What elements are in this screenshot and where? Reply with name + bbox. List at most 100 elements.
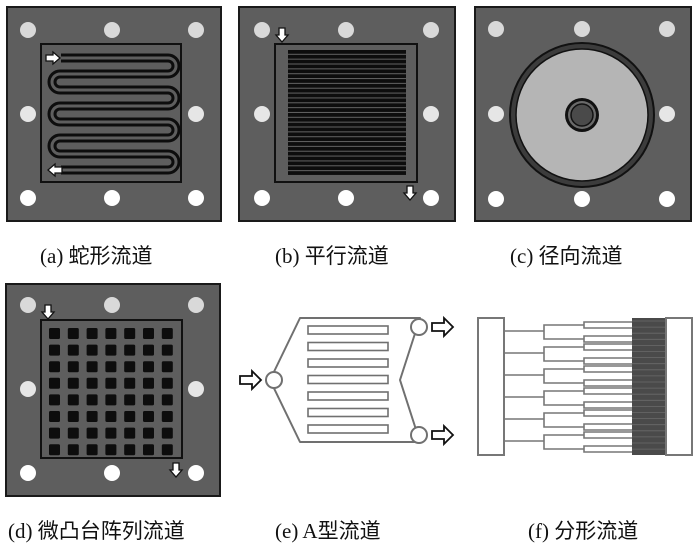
bolt-hole xyxy=(188,22,204,38)
a-type-bars xyxy=(307,325,389,434)
bolt-hole xyxy=(423,22,439,38)
fractal-branches xyxy=(504,321,632,453)
micro-boss xyxy=(161,344,173,356)
bolt-holes xyxy=(20,297,204,481)
boss-array-flow-field-diagram xyxy=(5,283,221,497)
parallel-channel xyxy=(288,171,406,175)
micro-boss xyxy=(49,344,60,356)
micro-boss xyxy=(105,361,117,373)
fractal-branch xyxy=(543,412,584,428)
micro-boss xyxy=(143,411,154,422)
parallel-channel xyxy=(288,103,406,108)
parallel-channel xyxy=(288,88,406,93)
dense-channel-region xyxy=(632,318,666,455)
bolt-hole xyxy=(20,465,36,481)
micro-boss xyxy=(105,394,117,406)
micro-boss xyxy=(161,328,173,339)
bolt-hole xyxy=(104,297,120,313)
micro-boss xyxy=(67,328,79,339)
micro-boss xyxy=(67,361,79,373)
micro-boss xyxy=(105,411,117,422)
bolt-holes xyxy=(20,22,204,206)
parallel-channel xyxy=(288,132,406,137)
serpentine-flow-field-diagram xyxy=(6,6,222,222)
outlet-arrow-icon xyxy=(431,315,455,339)
bolt-hole xyxy=(254,190,270,206)
a-type-channel-bar xyxy=(307,325,389,335)
bolt-hole xyxy=(20,297,36,313)
bolt-holes xyxy=(488,21,675,207)
bolt-hole xyxy=(20,22,36,38)
micro-boss xyxy=(143,361,154,373)
caption-c: (c) 径向流道 xyxy=(510,244,623,268)
inlet-arrow-icon xyxy=(239,368,263,392)
micro-boss xyxy=(49,444,60,456)
parallel-channel xyxy=(288,69,406,74)
micro-boss xyxy=(105,344,117,356)
micro-boss xyxy=(86,427,98,439)
bolt-hole xyxy=(488,106,504,122)
parallel-channel xyxy=(288,113,406,117)
parallel-channel xyxy=(288,108,406,112)
center-port xyxy=(570,103,594,127)
micro-boss xyxy=(124,361,136,373)
bolt-hole xyxy=(423,190,439,206)
fractal-branch xyxy=(543,324,584,340)
active-area xyxy=(40,319,183,459)
inlet-port xyxy=(265,371,283,389)
parallel-channel xyxy=(288,151,406,156)
micro-boss xyxy=(86,394,98,406)
bolt-hole xyxy=(488,191,504,207)
parallel-channel xyxy=(288,59,406,64)
micro-boss xyxy=(86,411,98,422)
micro-boss xyxy=(143,394,154,406)
micro-boss xyxy=(143,427,154,439)
bolt-hole xyxy=(254,106,270,122)
parallel-channel xyxy=(288,54,406,59)
bolt-hole xyxy=(104,190,120,206)
micro-boss xyxy=(67,377,79,389)
micro-boss xyxy=(67,411,79,422)
panel-a-serpentine xyxy=(6,6,222,222)
micro-boss xyxy=(124,411,136,422)
a-type-channel-bar xyxy=(307,407,389,418)
inlet-arrow-icon xyxy=(274,27,290,43)
panel-c-radial xyxy=(474,6,692,222)
micro-boss xyxy=(49,361,60,373)
fractal-leaf xyxy=(583,379,632,387)
dense-channel-lines xyxy=(632,320,666,450)
fractal-branch xyxy=(543,368,584,384)
inlet-manifold xyxy=(477,317,505,456)
parallel-channel xyxy=(288,166,406,171)
boss-grid xyxy=(49,328,173,456)
inlet-arrow-icon xyxy=(45,50,61,66)
parallel-channel xyxy=(288,137,406,142)
fractal-leaf xyxy=(583,387,632,395)
caption-f: (f) 分形流道 xyxy=(528,519,639,543)
fractal-leaf xyxy=(583,401,632,409)
micro-boss xyxy=(105,444,117,456)
parallel-flow-field-diagram xyxy=(238,6,456,222)
micro-boss xyxy=(49,328,60,339)
panel-e-a-type xyxy=(230,290,470,470)
micro-boss xyxy=(143,444,154,456)
parallel-channels xyxy=(288,50,406,175)
outlet-arrow-icon xyxy=(168,462,184,478)
bolt-hole xyxy=(104,465,120,481)
bolt-hole xyxy=(659,106,675,122)
panel-b-parallel xyxy=(238,6,456,222)
parallel-channel xyxy=(288,122,406,127)
caption-d: (d) 微凸台阵列流道 xyxy=(8,519,185,543)
micro-boss xyxy=(49,377,60,389)
fractal-leaf xyxy=(583,431,632,439)
outlet-port-bottom xyxy=(410,426,428,444)
radial-flow-field-diagram xyxy=(474,6,692,222)
fractal-branch xyxy=(543,346,584,362)
fractal-leaf xyxy=(583,423,632,431)
micro-boss xyxy=(105,328,117,339)
bolt-holes xyxy=(254,22,439,206)
fractal-flow-field-diagram xyxy=(477,317,693,456)
a-type-channel-bar xyxy=(307,358,389,368)
a-type-channel-bar xyxy=(307,374,389,385)
caption-e: (e) A型流道 xyxy=(275,519,381,543)
